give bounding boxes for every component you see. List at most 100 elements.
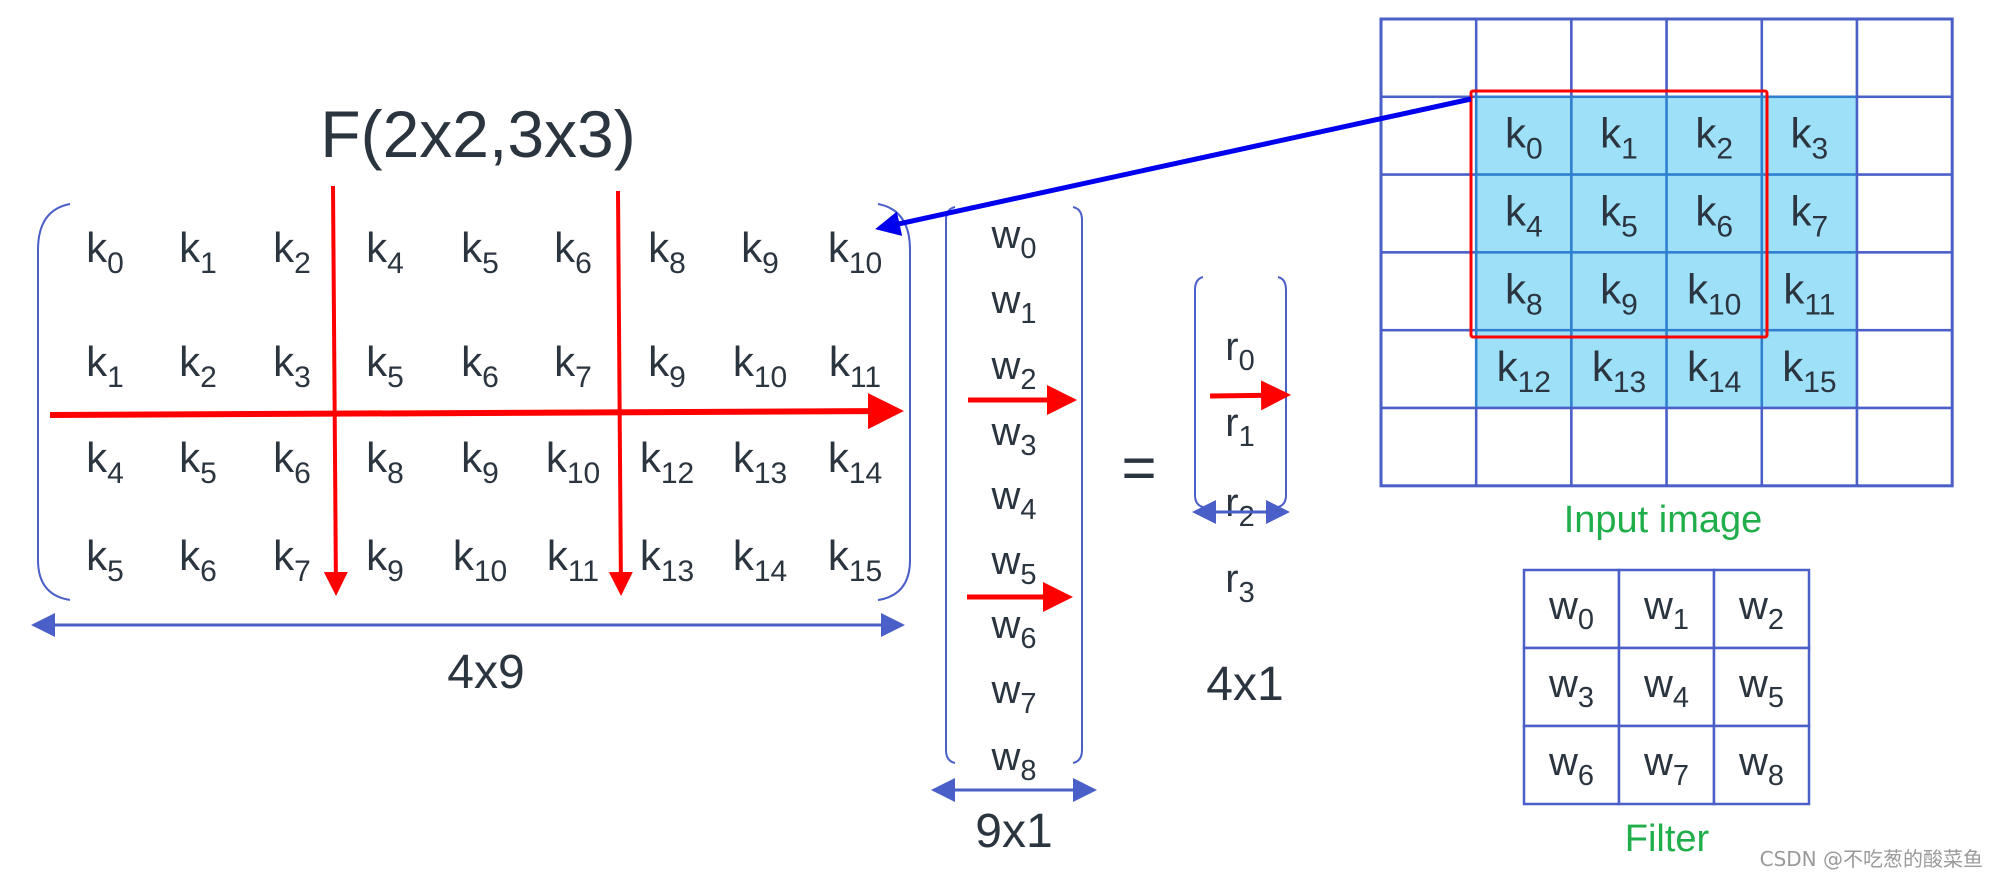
input-image-label: Input image <box>1564 499 1763 541</box>
input-cell <box>1760 251 1859 332</box>
dim-label-4x1: 4x1 <box>1206 658 1283 711</box>
matrix-entry: k5 <box>86 532 124 588</box>
input-cell-label: k6 <box>1695 188 1733 244</box>
input-cell <box>1570 173 1668 254</box>
input-cell <box>1760 17 1859 99</box>
input-cell <box>1665 406 1764 488</box>
input-cell <box>1570 17 1668 99</box>
r-right-bracket <box>1277 276 1287 508</box>
dim-label-9x1: 9x1 <box>975 805 1052 858</box>
matrix-entry: k2 <box>179 338 217 394</box>
filter-cell-label: w8 <box>1738 740 1784 792</box>
input-cell <box>1760 95 1859 176</box>
w-left-bracket <box>945 206 956 764</box>
w-entry: w5 <box>990 539 1036 591</box>
matrix-entry: k11 <box>547 532 599 588</box>
filter-cell-label: w0 <box>1548 584 1594 636</box>
input-cell <box>1570 406 1668 488</box>
filter-cell-label: w7 <box>1643 740 1689 792</box>
input-cell-label: k8 <box>1505 265 1543 321</box>
input-cell <box>1855 251 1954 332</box>
red-col-arrow-1 <box>323 185 348 596</box>
filter-label: Filter <box>1625 818 1710 860</box>
w-entry: w4 <box>990 474 1036 526</box>
matrix-entry: k6 <box>273 434 311 490</box>
w-entry: w6 <box>990 603 1036 655</box>
r-left-bracket <box>1194 276 1204 508</box>
watermark: CSDN @不吃葱的酸菜鱼 <box>1760 847 1983 871</box>
input-cell <box>1665 328 1764 410</box>
matrix-entry: k3 <box>273 338 311 394</box>
input-cell <box>1474 17 1573 99</box>
input-cell-label: k3 <box>1791 110 1829 166</box>
input-cell-label: k12 <box>1497 343 1551 399</box>
input-cell-label: k5 <box>1600 188 1638 244</box>
input-cell <box>1570 328 1668 410</box>
input-cell <box>1665 17 1764 99</box>
matrix-entry: k5 <box>179 434 217 490</box>
matrix-entry: k12 <box>640 434 694 490</box>
matrix-entry: k14 <box>733 532 787 588</box>
red-row-arrow <box>49 393 904 430</box>
matrix-entry: k9 <box>648 338 686 394</box>
w-right-bracket <box>1072 206 1083 764</box>
matrix-right-bracket <box>877 203 911 601</box>
matrix-entry: k13 <box>640 532 694 588</box>
input-cell-label: k14 <box>1687 343 1741 399</box>
filter-cell <box>1617 724 1716 806</box>
filter-cell <box>1712 724 1811 806</box>
input-cell <box>1379 173 1478 254</box>
matrix-entry: k6 <box>554 224 592 280</box>
filter-cell-label: w3 <box>1548 662 1594 714</box>
filter-cell-label: w4 <box>1643 662 1689 714</box>
filter-cell-label: w2 <box>1738 584 1784 636</box>
matrix-entry: k14 <box>828 434 882 490</box>
input-cell <box>1379 406 1478 488</box>
dim-label-4x9: 4x9 <box>447 646 524 699</box>
input-cell-label: k7 <box>1791 188 1829 244</box>
input-cell <box>1379 251 1478 332</box>
matrix-entry: k6 <box>461 338 499 394</box>
input-cell-label: k0 <box>1505 110 1543 166</box>
matrix-entry: k10 <box>828 224 882 280</box>
filter-cell-label: w5 <box>1738 662 1784 714</box>
input-cell <box>1760 406 1859 488</box>
w-entry: w3 <box>990 410 1036 462</box>
input-cell-label: k1 <box>1600 110 1638 166</box>
input-grid-border <box>1379 17 1954 488</box>
matrix-entry: k10 <box>546 434 600 490</box>
mapping-arrow <box>875 96 1472 236</box>
filter-cell <box>1617 568 1716 650</box>
matrix-entry: k5 <box>461 224 499 280</box>
input-cell-label: k13 <box>1592 343 1646 399</box>
matrix-entry: k15 <box>828 532 882 588</box>
matrix-entry: k10 <box>453 532 507 588</box>
r-entry: r0 <box>1225 325 1254 377</box>
w-entry: w7 <box>990 668 1036 720</box>
input-cell <box>1760 173 1859 254</box>
matrix-entry: k2 <box>273 224 311 280</box>
red-col-arrow-2 <box>608 190 633 596</box>
input-cell-label: k11 <box>1783 265 1835 321</box>
equals-sign: = <box>1121 434 1156 501</box>
r-entry: r2 <box>1225 481 1254 533</box>
filter-cell <box>1522 724 1621 806</box>
matrix-entry: k4 <box>366 224 404 280</box>
matrix-entry: k8 <box>366 434 404 490</box>
input-cell <box>1379 17 1478 99</box>
matrix-left-bracket <box>37 203 71 601</box>
filter-cell <box>1712 568 1811 650</box>
w-entry: w2 <box>990 344 1036 396</box>
w-entry: w0 <box>990 213 1036 265</box>
input-cell <box>1855 17 1954 99</box>
filter-cell-label: w1 <box>1643 584 1689 636</box>
matrix-entry: k9 <box>366 532 404 588</box>
receptive-field-box <box>1469 89 1769 339</box>
input-cell-label: k4 <box>1505 188 1543 244</box>
input-cell <box>1570 95 1668 176</box>
input-cell <box>1855 173 1954 254</box>
